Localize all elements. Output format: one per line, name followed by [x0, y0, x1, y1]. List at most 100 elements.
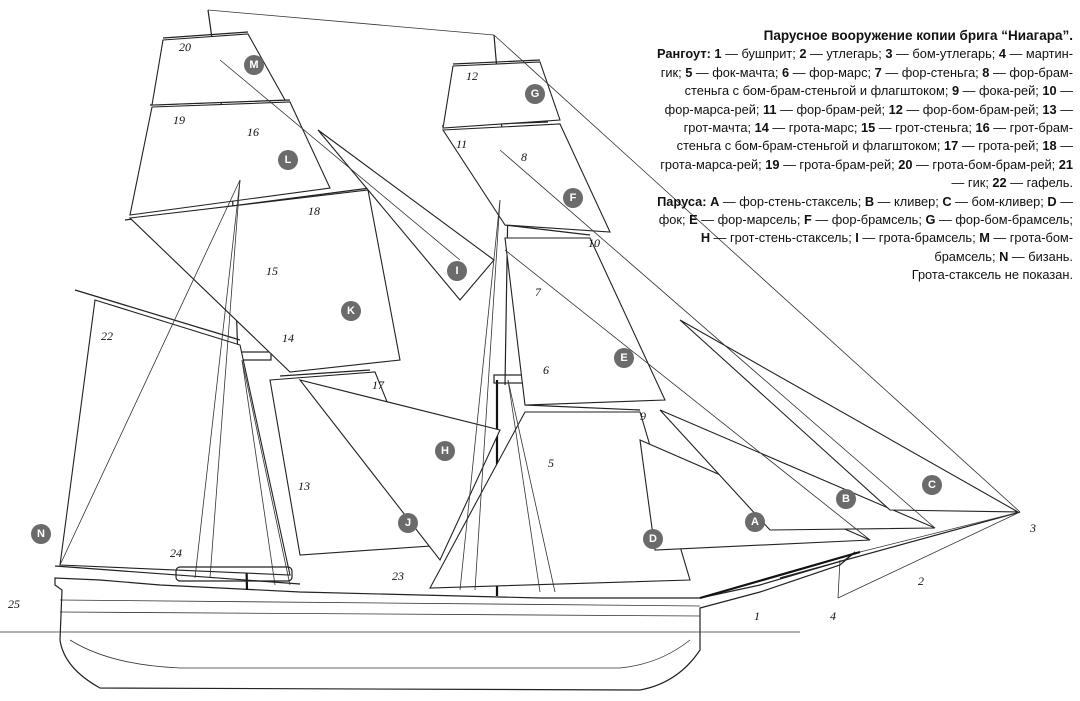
spar-value: — грота-марс;: [768, 120, 858, 136]
sail-entry: D — фок;: [659, 194, 1073, 227]
sails-list: A — фор-стень-стаксель; B — кливер; C — …: [659, 194, 1073, 264]
sail-B: [659, 409, 936, 531]
sail-key: F: [800, 212, 812, 228]
label-20: 20: [179, 40, 191, 54]
svg-text:N: N: [37, 528, 45, 540]
label-14: 14: [282, 331, 294, 345]
sail-key: A: [710, 193, 720, 209]
badge-I: I: [447, 261, 467, 281]
spar-value: — бом-утлегарь;: [892, 46, 996, 62]
label-3: 3: [1029, 521, 1036, 535]
sail-key: D: [1043, 193, 1057, 209]
sail-value: — фор-брамсель;: [811, 212, 922, 228]
sail-D: [429, 411, 691, 589]
sail-value: — бизань.: [1008, 248, 1073, 264]
sail-M: [151, 33, 286, 106]
label-11: 11: [456, 137, 467, 151]
label-9: 9: [640, 409, 646, 423]
label-6: 6: [543, 363, 549, 377]
sail-key: I: [851, 230, 859, 246]
spar-key: 22: [988, 175, 1007, 191]
spar-value: — фок-мачта;: [692, 64, 779, 80]
spar-key: 17: [940, 138, 959, 154]
spar-entry: 10 — фор-марса-рей;: [665, 83, 1073, 116]
spar-key: 19: [761, 156, 780, 172]
sail-G: [442, 61, 561, 129]
label-10: 10: [588, 236, 600, 250]
sail-key: N: [995, 248, 1009, 264]
label-1: 1: [754, 609, 760, 623]
label-2: 2: [918, 574, 924, 588]
badge-M: M: [244, 55, 264, 75]
spar-key: 10: [1038, 83, 1057, 99]
svg-text:H: H: [441, 445, 449, 457]
spar-entry: 2 — утлегарь;: [796, 46, 882, 62]
label-25: 25: [8, 597, 20, 611]
legend-spars: Рангоут: 1 — бушприт; 2 — утлегарь; 3 — …: [653, 45, 1073, 192]
label-13: 13: [298, 479, 310, 493]
label-19: 19: [173, 113, 185, 127]
spar-value: — фор-стеньга;: [881, 64, 979, 80]
sail-entry: H — грот-стень-стаксель;: [701, 230, 852, 245]
spar-key: 14: [751, 120, 769, 136]
deck-boat: [175, 566, 293, 582]
spar-entry: 21 — гик;: [952, 157, 1073, 190]
svg-text:G: G: [531, 88, 540, 100]
spar-value: — фока-рей;: [959, 83, 1039, 99]
spar-value: — гафель.: [1006, 175, 1073, 191]
sail-entry: N — бизань.: [996, 249, 1073, 264]
spar-key: 13: [1038, 101, 1057, 117]
label-16: 16: [247, 125, 259, 139]
spar-entry: 3 — бом-утлегарь;: [882, 46, 996, 62]
spars-heading: Рангоут:: [657, 46, 711, 62]
spar-value: — грот-стеньга;: [875, 120, 972, 136]
sail-E: [504, 237, 666, 406]
svg-text:L: L: [285, 154, 292, 166]
sail-entry: M — грота-бом-брамсель;: [934, 230, 1073, 263]
sail-N: [59, 299, 291, 576]
spar-value: — бушприт;: [721, 46, 796, 62]
badge-C: C: [922, 475, 942, 495]
spar-value: — фор-брам-стеньга с бом-брам-стеньгой и…: [684, 64, 1073, 99]
spar-key: 7: [871, 64, 882, 80]
spar-key: 12: [885, 101, 903, 117]
badge-D: D: [643, 529, 663, 549]
label-5: 5: [548, 456, 554, 470]
sail-L: [129, 101, 331, 216]
spar-value: — утлегарь;: [806, 46, 882, 62]
spar-value: — грот-мачта;: [683, 101, 1073, 136]
badge-L: L: [278, 150, 298, 170]
spar-key: 11: [759, 101, 777, 117]
svg-text:I: I: [455, 265, 458, 277]
spar-key: 4: [995, 46, 1006, 62]
bowsprit: [699, 550, 861, 600]
badge-G: G: [525, 84, 545, 104]
spar-entry: 7 — фор-стеньга;: [871, 65, 979, 80]
spar-value: — фор-брам-рей;: [776, 101, 886, 117]
sail-value: — фор-бом-брамсель;: [935, 212, 1073, 228]
spar-entry: 12 — фор-бом-брам-рей;: [885, 102, 1039, 117]
spar-labels: 1 2 3 4 5 6 7 8 9 10 11 12 13 14 15 16 1…: [8, 40, 1036, 623]
spar-value: — грота-брам-рей;: [779, 156, 895, 172]
spar-value: — грота-рей;: [958, 138, 1039, 154]
badge-J: J: [398, 513, 418, 533]
sail-value: — кливер;: [874, 193, 939, 209]
sail-value: — фор-стень-стаксель;: [719, 193, 862, 209]
spar-key: 1: [714, 46, 722, 62]
spar-key: 5: [681, 64, 693, 80]
spar-entry: 9 — фока-рей;: [948, 83, 1039, 99]
gaff: [74, 289, 241, 341]
sail-key: B: [861, 193, 875, 209]
jib-boom: [779, 511, 1021, 579]
label-4: 4: [830, 609, 836, 623]
svg-text:K: K: [347, 305, 355, 317]
sail-K: [128, 189, 401, 373]
sail-key: C: [938, 193, 952, 209]
label-22: 22: [101, 329, 113, 343]
spar-value: — грот-брам-стеньга с бом-брам-стеньгой …: [676, 120, 1073, 154]
spar-key: 6: [778, 64, 790, 80]
spar-entry: 13 — грот-мачта;: [684, 102, 1073, 135]
sail-badges: A B C D E F G H I J K L M N: [31, 55, 942, 549]
